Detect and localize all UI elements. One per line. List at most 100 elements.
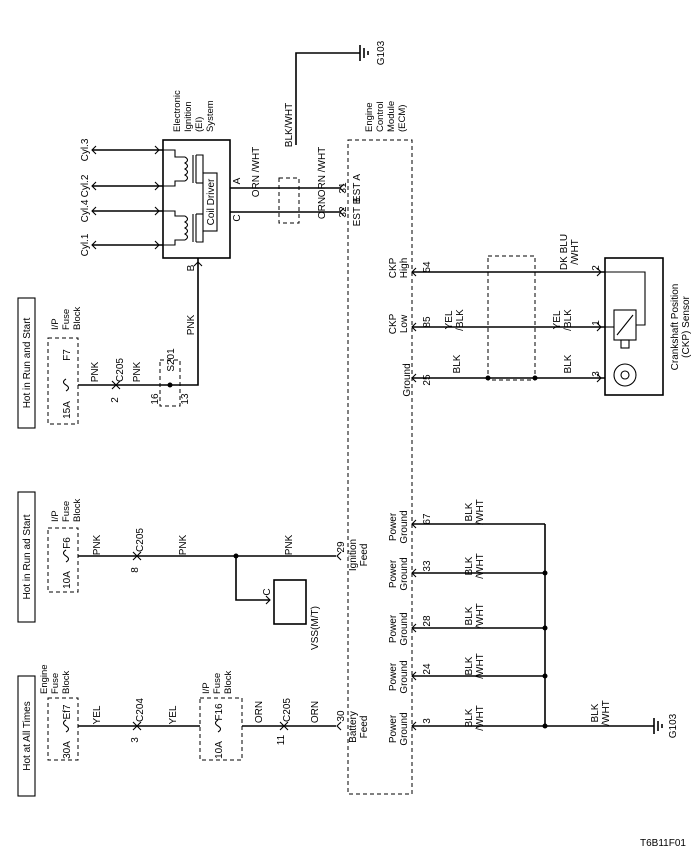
ei-title: Electronic Ignition (EI) System <box>172 88 216 132</box>
wire-orn-wht-c: ORN <box>317 197 328 219</box>
ckp-pin-2: 2 <box>591 265 602 271</box>
ground-label-top: G103 <box>376 40 387 65</box>
ecm-pin-25-num: 25 <box>422 374 433 386</box>
cylinder-label-1: Cyl.3 <box>80 138 91 161</box>
wire-orn-2: ORN <box>310 701 321 723</box>
ecm-pin-29-num: 29 <box>336 541 347 553</box>
hot-all-times-circuit: Hot at All Times 30A Ef7 EngineFuseBlock… <box>17 664 342 797</box>
wire-blk-wht-24: BLK/WHT <box>464 653 486 679</box>
ground-label-bottom: G103 <box>668 713 679 738</box>
fuse-f7-name: F7 <box>62 349 73 361</box>
fuse-f16-rating: 10A <box>214 741 225 759</box>
wire-yel-1: YEL <box>92 705 103 724</box>
ckp-pin-3: 3 <box>591 371 602 377</box>
ecm-pin-30-num: 30 <box>336 710 347 722</box>
c204-label: C204 <box>135 698 146 722</box>
ecm-pin-28-num: 28 <box>422 615 433 627</box>
diagram-id: T6B11F01 <box>640 838 686 849</box>
hot-run-ad-start-circuit: Hot in Run ad Start 10A F6 I/PFuseBlock … <box>17 491 342 650</box>
pin-16: 16 <box>150 393 161 405</box>
ecm-pin-85-num: 85 <box>422 316 433 328</box>
header-hot-run-ad-start: Hot in Run ad Start <box>22 514 33 599</box>
header-hot-run-start: Hot in Run and Start <box>22 317 33 408</box>
ecm-title: Engine Control Module (ECM) <box>364 98 408 132</box>
c205-label-bottom: C205 <box>282 698 293 722</box>
wire-pnk-ei: PNK <box>186 314 197 335</box>
header-hot-all-times: Hot at All Times <box>22 701 33 770</box>
fuse-ef7-block: EngineFuseBlock <box>39 664 72 694</box>
fuse-f6-block: I/PFuseBlock <box>50 499 83 522</box>
c205-label-mid: C205 <box>135 528 146 552</box>
ecm-pin-54-label: CKPHigh <box>388 257 410 278</box>
ecm-pin-3-label: PowerGround <box>388 712 410 745</box>
c205-label-top: C205 <box>115 358 126 382</box>
ecm-pin-30-label: BatteryFeed <box>348 711 370 743</box>
wire-blk-ckp-2: BLK <box>563 354 574 373</box>
wire-yel-blk-2: YEL/BLK <box>552 309 574 331</box>
vss-pin-c: C <box>262 588 273 595</box>
power-ground-bus: BLK/WHT BLK/WHT BLK/WHT BLK/WHT BLK/WHT … <box>411 499 679 738</box>
ei-terminal-b: B <box>186 264 197 271</box>
ecm-pin-67-label: PowerGround <box>388 510 410 543</box>
wire-blk-wht-3: BLK/WHT <box>464 705 486 731</box>
wire-yel-2: YEL <box>168 705 179 724</box>
ecm-pin-33-label: PowerGround <box>388 557 410 590</box>
wire-blk-wht-28: BLK/WHT <box>464 603 486 629</box>
cylinder-leads: Cyl.3 Cyl.2 Cyl.4 Cyl.1 <box>80 138 163 256</box>
fuse-f6-rating: 10A <box>62 571 73 589</box>
ckp-wires: DK BLU/WHT YEL/BLK YEL/BLK BLK BLK <box>411 234 605 383</box>
wire-pnk-f6: PNK <box>92 534 103 555</box>
wire-blk-wht-33: BLK/WHT <box>464 553 486 579</box>
cylinder-label-3: Cyl.4 <box>80 199 91 222</box>
ecm-pin-labels: 31 EST A 32 EST B 54 CKPHigh 85 CKPLow 2… <box>336 174 433 746</box>
ecm-pin-54-num: 54 <box>422 261 433 273</box>
wire-orn-1: ORN <box>254 701 265 723</box>
wire-blk-wht-ground: BLK/WHT <box>590 700 612 726</box>
wire-pnk-2: PNK <box>132 361 143 382</box>
ground-top: G103 <box>295 40 387 145</box>
ecm-pin-28-label: PowerGround <box>388 612 410 645</box>
wire-blk-ckp-1: BLK <box>452 354 463 373</box>
fuse-f7-block: I/PFuseBlock <box>50 307 83 330</box>
pin-13: 13 <box>180 393 191 405</box>
ecm-pin-32-label: EST B <box>352 197 363 226</box>
vss-label: VSS(M/T) <box>310 606 321 650</box>
wire-pnk-4: PNK <box>284 534 295 555</box>
ecm-pin-31-num: 31 <box>338 182 349 194</box>
ckp-title: Crankshaft Position(CKP) Sensor <box>670 284 692 371</box>
wire-pnk-3: PNK <box>178 534 189 555</box>
wire-yel-blk-1: YEL/BLK <box>444 309 466 331</box>
fuse-ef7-rating: 30A <box>62 741 73 759</box>
ckp-pin-1: 1 <box>591 320 602 326</box>
ecm-pin-25-label: Ground <box>402 363 413 396</box>
ecm-pin-3-num: 3 <box>422 718 433 724</box>
fuse-f6-name: F6 <box>62 537 73 549</box>
ecm-pin-32-num: 32 <box>338 206 349 218</box>
fuse-f16-name: F16 <box>214 703 225 721</box>
wire-orn-wht-a: ORN /WHT <box>251 147 262 198</box>
ecm-pin-33-num: 33 <box>422 560 433 572</box>
cylinder-label-2: Cyl.2 <box>80 174 91 197</box>
wire-dk-blu-wht-2: DK BLU/WHT <box>559 234 581 270</box>
fuse-f16-block: I/PFuseBlock <box>201 671 234 694</box>
wire-blk-wht-67: BLK/WHT <box>464 499 486 525</box>
ckp-sensor: 2 1 3 Crankshaft Position(CKP) Sensor <box>591 257 692 396</box>
ecm-pin-24-label: PowerGround <box>388 660 410 693</box>
coil-driver-label: Coil Driver <box>206 178 217 225</box>
ei-terminal-c: C <box>232 214 243 221</box>
pin-8-c205: 8 <box>130 567 141 573</box>
pin-2-c205: 2 <box>110 397 121 403</box>
ecm-module: Engine Control Module (ECM) <box>347 98 413 795</box>
ei-system: Electronic Ignition (EI) System Coil Dri… <box>162 88 243 271</box>
est-wires: ORN /WHT ORN /WHT ORN <box>230 147 345 224</box>
fuse-f7-rating: 15A <box>62 401 73 419</box>
wire-orn-wht-a2: ORN /WHT <box>317 147 328 198</box>
wire-pnk-f7: PNK <box>90 361 101 382</box>
hot-run-start-circuit: Hot in Run and Start 15A F7 I/PFuseBlock… <box>17 258 203 429</box>
ecm-pin-85-label: CKPLow <box>388 313 410 334</box>
fuse-ef7-name: Ef7 <box>62 704 73 719</box>
s201-label: S201 <box>166 348 177 372</box>
ecm-pin-31-label: EST A <box>352 174 363 202</box>
ecm-pin-67-num: 67 <box>422 513 433 525</box>
